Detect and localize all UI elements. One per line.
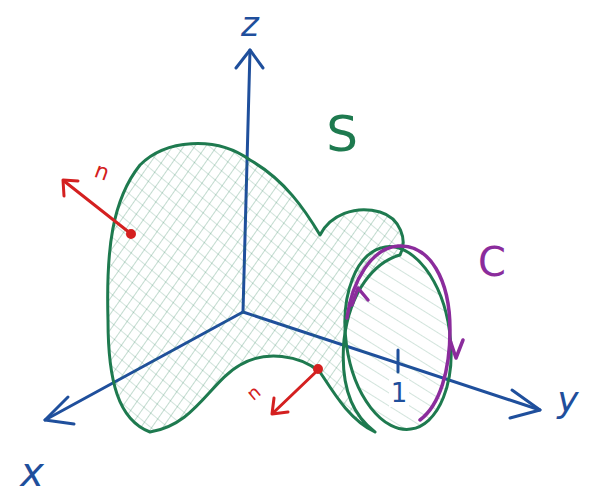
axis-label: z xyxy=(239,6,261,42)
axis-label: y xyxy=(555,381,580,419)
callout-number: 1 xyxy=(389,379,410,407)
normal-label: n xyxy=(89,158,114,187)
orientation-arrow xyxy=(352,288,368,305)
boundary-curve xyxy=(347,246,463,420)
curve-label: C xyxy=(476,241,508,283)
surface xyxy=(108,144,463,437)
axis-label: x xyxy=(18,451,46,493)
x-arrowhead xyxy=(45,397,74,424)
normal-label: n xyxy=(242,380,267,405)
y-arrowhead xyxy=(510,390,540,418)
normal-vectors xyxy=(63,180,322,414)
surface-label: S xyxy=(324,108,360,160)
z-arrowhead xyxy=(236,50,263,68)
orientation-arrow xyxy=(450,340,463,358)
